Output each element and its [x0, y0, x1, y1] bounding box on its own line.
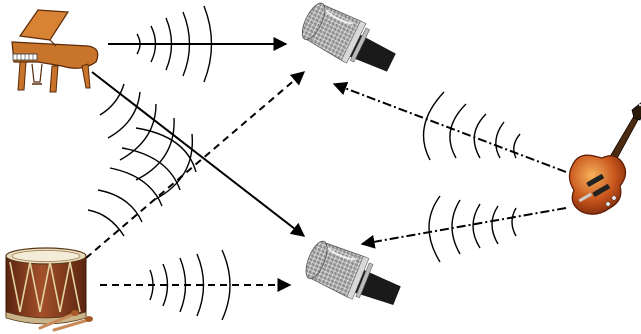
sound-wave-piano-bottom	[99, 83, 194, 201]
electric-guitar-icon	[568, 102, 641, 215]
sound-wave-drum-top	[87, 127, 197, 237]
edge-drum-to-mic-top	[85, 71, 306, 259]
grand-piano-icon	[11, 9, 99, 93]
edge-guitar-to-mic-bottom	[360, 207, 567, 249]
microphone-icon	[305, 240, 401, 305]
sound-wave-drum-bottom	[149, 249, 231, 321]
sound-waves-layer	[87, 5, 521, 321]
snare-drum-icon	[5, 247, 93, 332]
microphone-icon	[301, 2, 396, 72]
edge-guitar-to-mic-top	[332, 81, 567, 173]
sound-wave-piano-top	[136, 5, 213, 83]
edge-piano-to-mic-bottom	[91, 71, 306, 237]
edges-layer	[85, 37, 567, 292]
sound-wave-guitar-top	[422, 91, 521, 161]
sound-wave-guitar-bottom	[428, 195, 517, 263]
